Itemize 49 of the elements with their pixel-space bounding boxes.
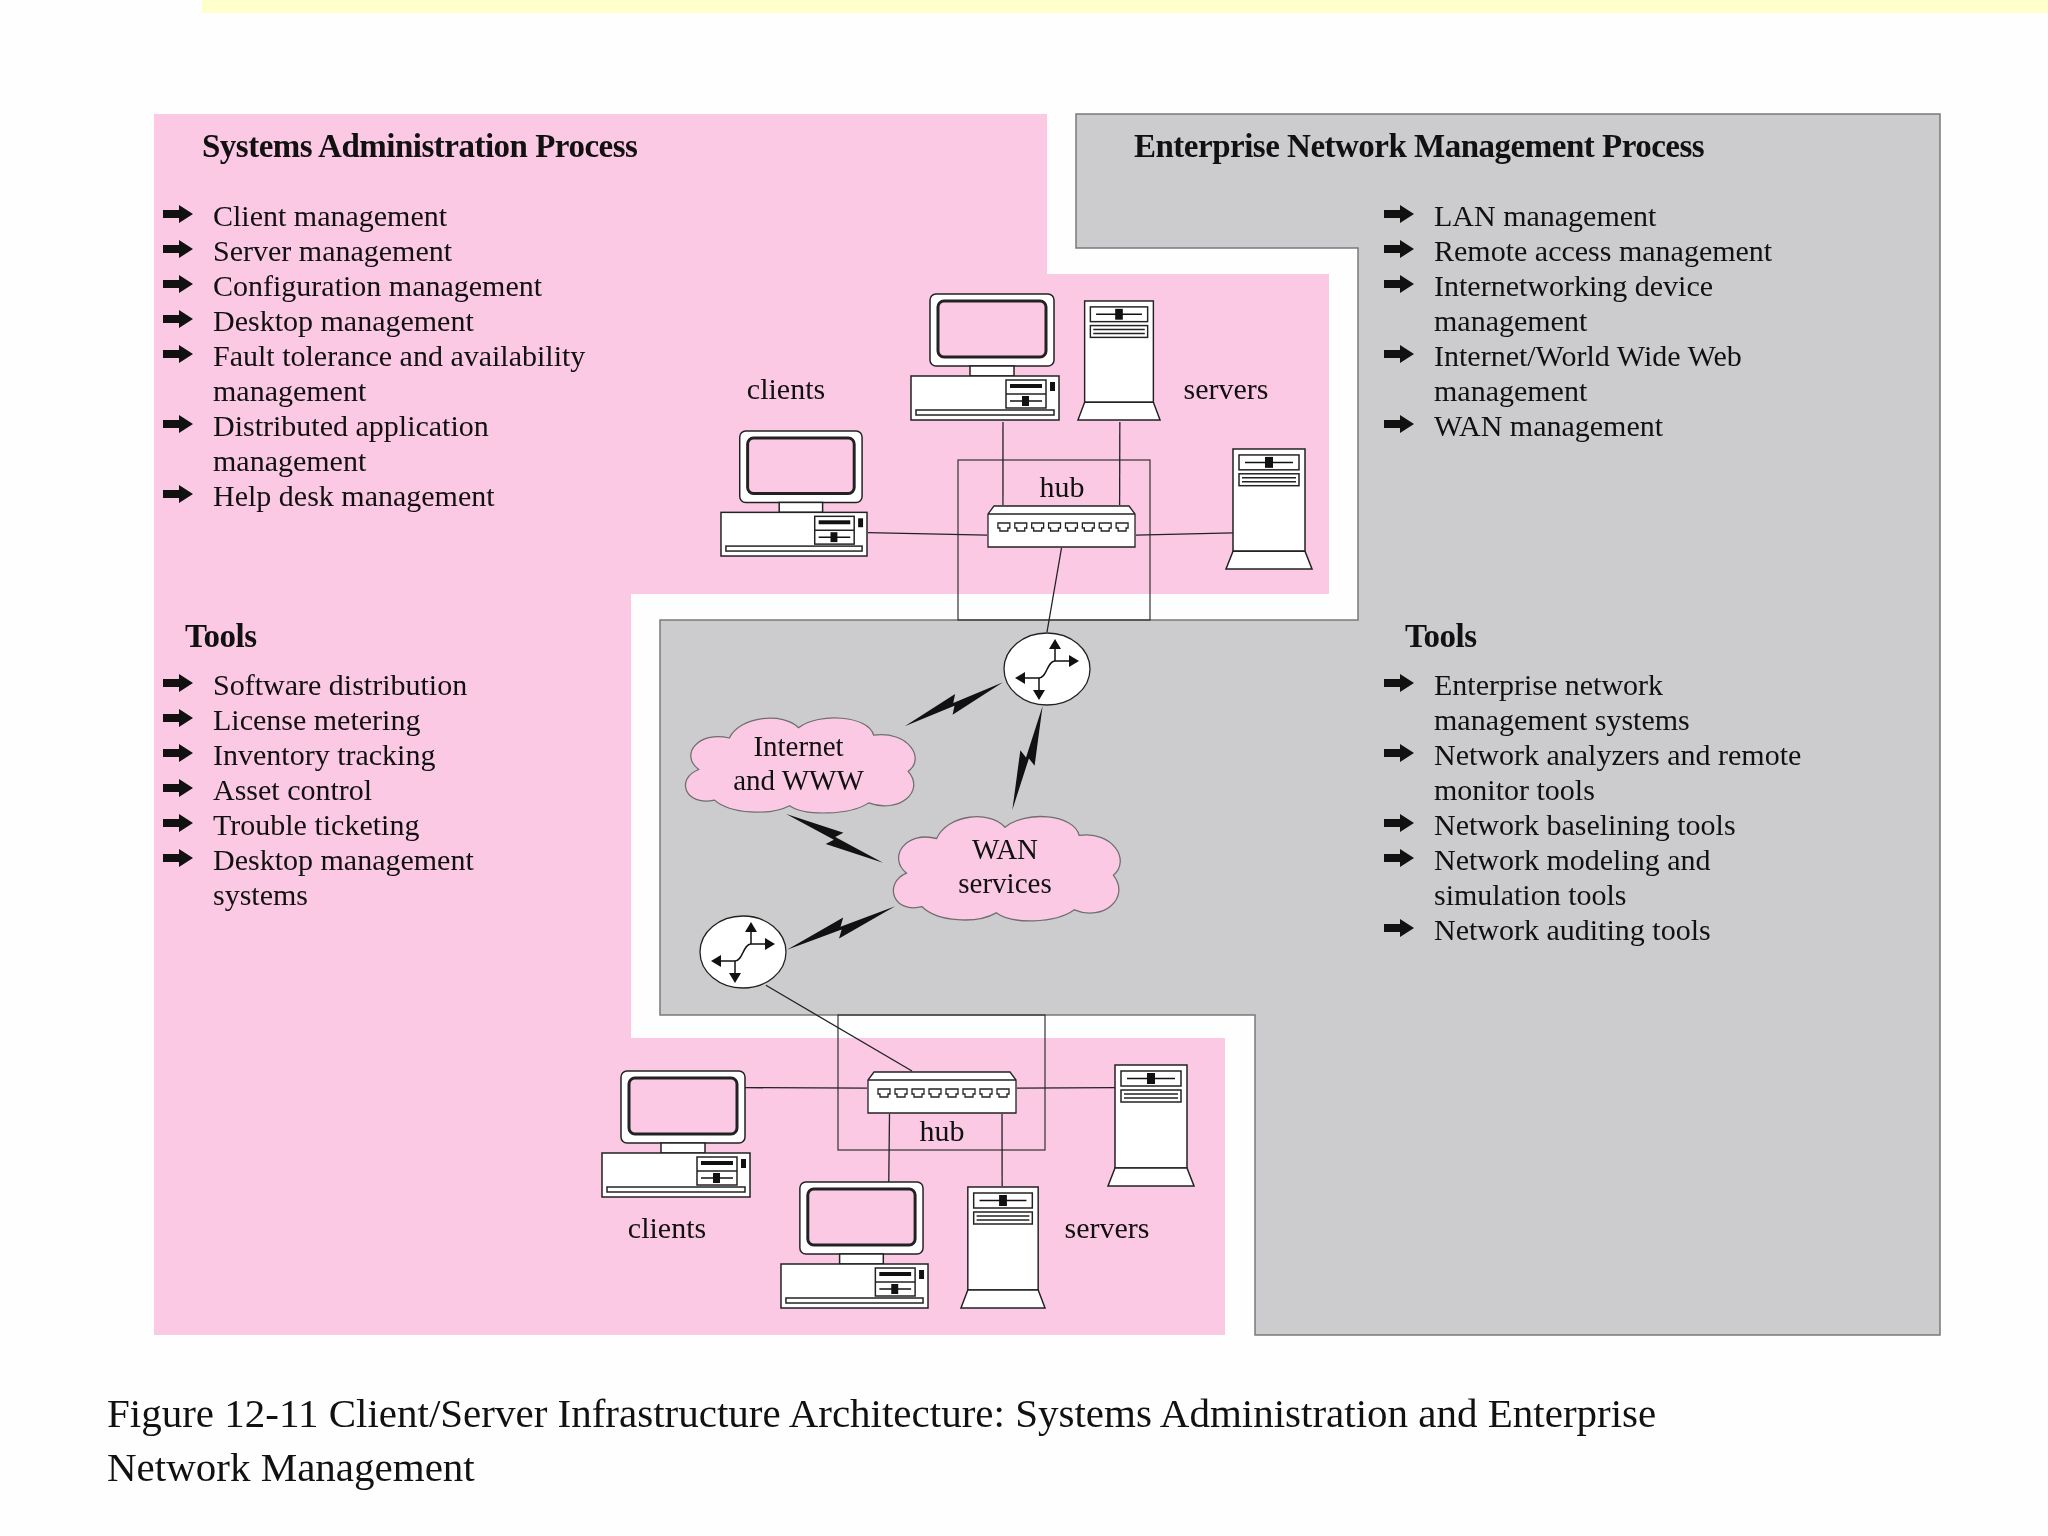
group-label: clients: [746, 372, 826, 406]
network-cable-line: [1002, 421, 1004, 506]
cloud-label: WAN services: [957, 832, 1053, 900]
list-item-text: Software distribution: [213, 667, 469, 702]
network-cable-line: [888, 1113, 891, 1183]
network-cable-line: [765, 984, 913, 1072]
list-item-text: WAN management: [1434, 408, 1665, 443]
network-cable-line: [1001, 1113, 1003, 1187]
network-cable-line: [1046, 547, 1063, 633]
group-label: servers: [1064, 1211, 1150, 1245]
list-item-text: Internet/World Wide Web management: [1434, 338, 1743, 408]
list-item-text: Server management: [213, 233, 454, 268]
section-heading: Tools: [1405, 618, 1477, 655]
network-cable-line: [744, 1087, 868, 1089]
list-item-text: Network baselining tools: [1434, 807, 1737, 842]
list-item-text: Asset control: [213, 772, 374, 807]
list-item-text: Configuration management: [213, 268, 544, 303]
network-cable-line: [1118, 421, 1121, 506]
list-item-text: License metering: [213, 702, 422, 737]
section-heading: Systems Administration Process: [202, 128, 638, 165]
group-label: servers: [1183, 372, 1269, 406]
list-item-text: Network analyzers and remote monitor tools: [1434, 737, 1803, 807]
list-item-text: Inventory tracking: [213, 737, 437, 772]
network-cable-line: [867, 531, 988, 536]
list-item-text: Distributed application management: [213, 408, 490, 478]
list-item-text: Desktop management: [213, 303, 475, 338]
lightning-link: [787, 906, 896, 950]
figure-caption: Figure 12-11 Client/Server Infrastructure Architecture: Systems Administration and Enterprise Network Management: [107, 1389, 1658, 1492]
lightning-link: [904, 682, 1003, 727]
list-item-text: Client management: [213, 198, 449, 233]
device-label: hub: [919, 1114, 965, 1148]
list-item-text: Desktop management systems: [213, 842, 475, 912]
section-heading: Tools: [185, 618, 257, 655]
device-label: hub: [1039, 470, 1085, 504]
list-item-text: Fault tolerance and availability management: [213, 338, 587, 408]
section-heading: Enterprise Network Management Process: [1134, 128, 1705, 165]
list-item-text: Network modeling and simulation tools: [1434, 842, 1712, 912]
network-cable-line: [1016, 1086, 1116, 1089]
list-item-text: Trouble ticketing: [213, 807, 421, 842]
network-cable-line: [1135, 532, 1234, 536]
list-item-text: Internetworking device management: [1434, 268, 1715, 338]
list-item-text: LAN management: [1434, 198, 1658, 233]
list-item-text: Network auditing tools: [1434, 912, 1712, 947]
list-item-text: Enterprise network management systems: [1434, 667, 1691, 737]
cloud-label: Internet and WWW: [732, 729, 865, 797]
lightning-link: [786, 814, 883, 863]
group-label: clients: [627, 1211, 707, 1245]
list-item-text: Help desk management: [213, 478, 496, 513]
list-item-text: Remote access management: [1434, 233, 1774, 268]
